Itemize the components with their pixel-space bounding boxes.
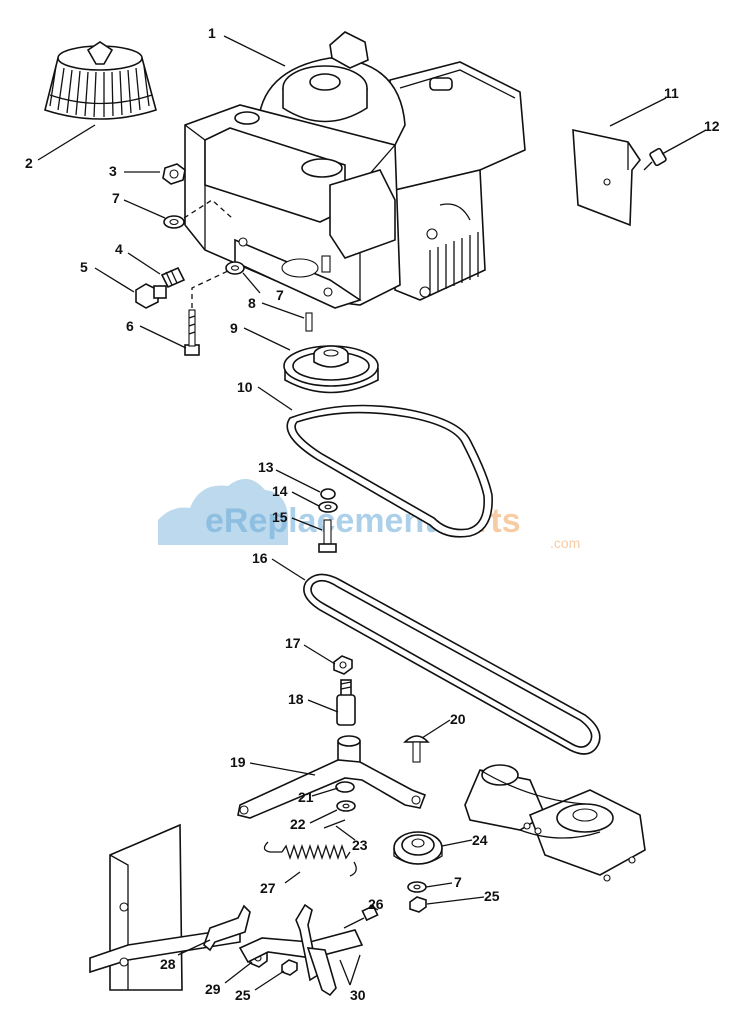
part-25-nut-lower [281,959,298,976]
part-19-idler-arm [237,735,427,819]
part-20-bolt [403,735,430,763]
callout-4: 4 [115,241,123,257]
part-27-spring [263,841,357,877]
part-16-belt [303,573,601,755]
callout-13: 13 [258,459,274,475]
part-2-screen [44,41,157,120]
callout-29: 29 [205,981,221,997]
callout-16: 16 [252,550,268,566]
callout-19: 19 [230,754,246,770]
callout-25-right: 25 [484,888,500,904]
callout-26: 26 [368,896,384,912]
part-10-belt [286,404,493,538]
callout-17: 17 [285,635,301,651]
part-25-nut-right [409,896,427,913]
callout-25-lower: 25 [235,987,251,1003]
callout-11: 11 [664,85,679,101]
callout-15: 15 [272,509,288,525]
part-22-washer [336,800,356,812]
callout-2: 2 [25,155,33,171]
part-8-key [305,312,313,332]
mower-frame [89,823,241,991]
part-12-screw [643,147,667,171]
part-24-pulley [393,831,443,865]
callout-22: 22 [290,816,306,832]
callout-18: 18 [288,691,304,707]
callout-7-lower: 7 [454,874,462,890]
part-26-bolt [343,904,379,929]
callout-3: 3 [109,163,117,179]
callout-1: 1 [208,25,216,41]
part-6-bolt [184,309,200,356]
callout-7-middle: 7 [276,287,284,303]
callout-23: 23 [352,837,368,853]
callout-7-upper: 7 [112,190,120,206]
callout-5: 5 [80,259,88,275]
part-7-washer-lower [407,881,427,893]
watermark-domain: .com [550,535,580,551]
part-4-stud [160,266,186,289]
watermark-prefix: e [205,502,224,540]
callout-21: 21 [298,789,314,805]
callout-14: 14 [272,483,288,499]
callout-27: 27 [260,880,276,896]
part-15-bolt [318,519,337,553]
callout-10: 10 [237,379,253,395]
part-3-nut [162,163,186,185]
leader-lines [37,35,707,991]
part-7-washer-upper [163,215,185,229]
part-14-washer [318,501,338,513]
part-28-bracket [203,904,251,952]
part-7-washer-middle [225,261,245,275]
callout-20: 20 [450,711,466,727]
callout-12: 12 [704,118,720,134]
watermark-cloud-shape [158,478,288,545]
part-21-washer [335,781,355,793]
part-11-bracket [572,128,641,227]
part-1-engine [184,31,526,309]
callout-6: 6 [126,318,134,334]
part-5-fitting [135,283,167,309]
part-18-pin [336,679,356,726]
callout-30: 30 [350,987,366,1003]
callout-9: 9 [230,320,238,336]
deck-assembly [464,764,646,882]
part-30-bracket [238,903,364,997]
callout-8: 8 [248,295,256,311]
part-9-pulley [283,345,379,394]
callout-28: 28 [160,956,176,972]
callout-24: 24 [472,832,488,848]
callout-labels: 1 2 3 7 4 5 6 7 8 9 10 11 12 13 14 15 16… [25,25,720,1003]
part-23-pin [323,819,346,829]
part-17-nut [333,655,353,675]
part-13-nut [320,488,336,500]
